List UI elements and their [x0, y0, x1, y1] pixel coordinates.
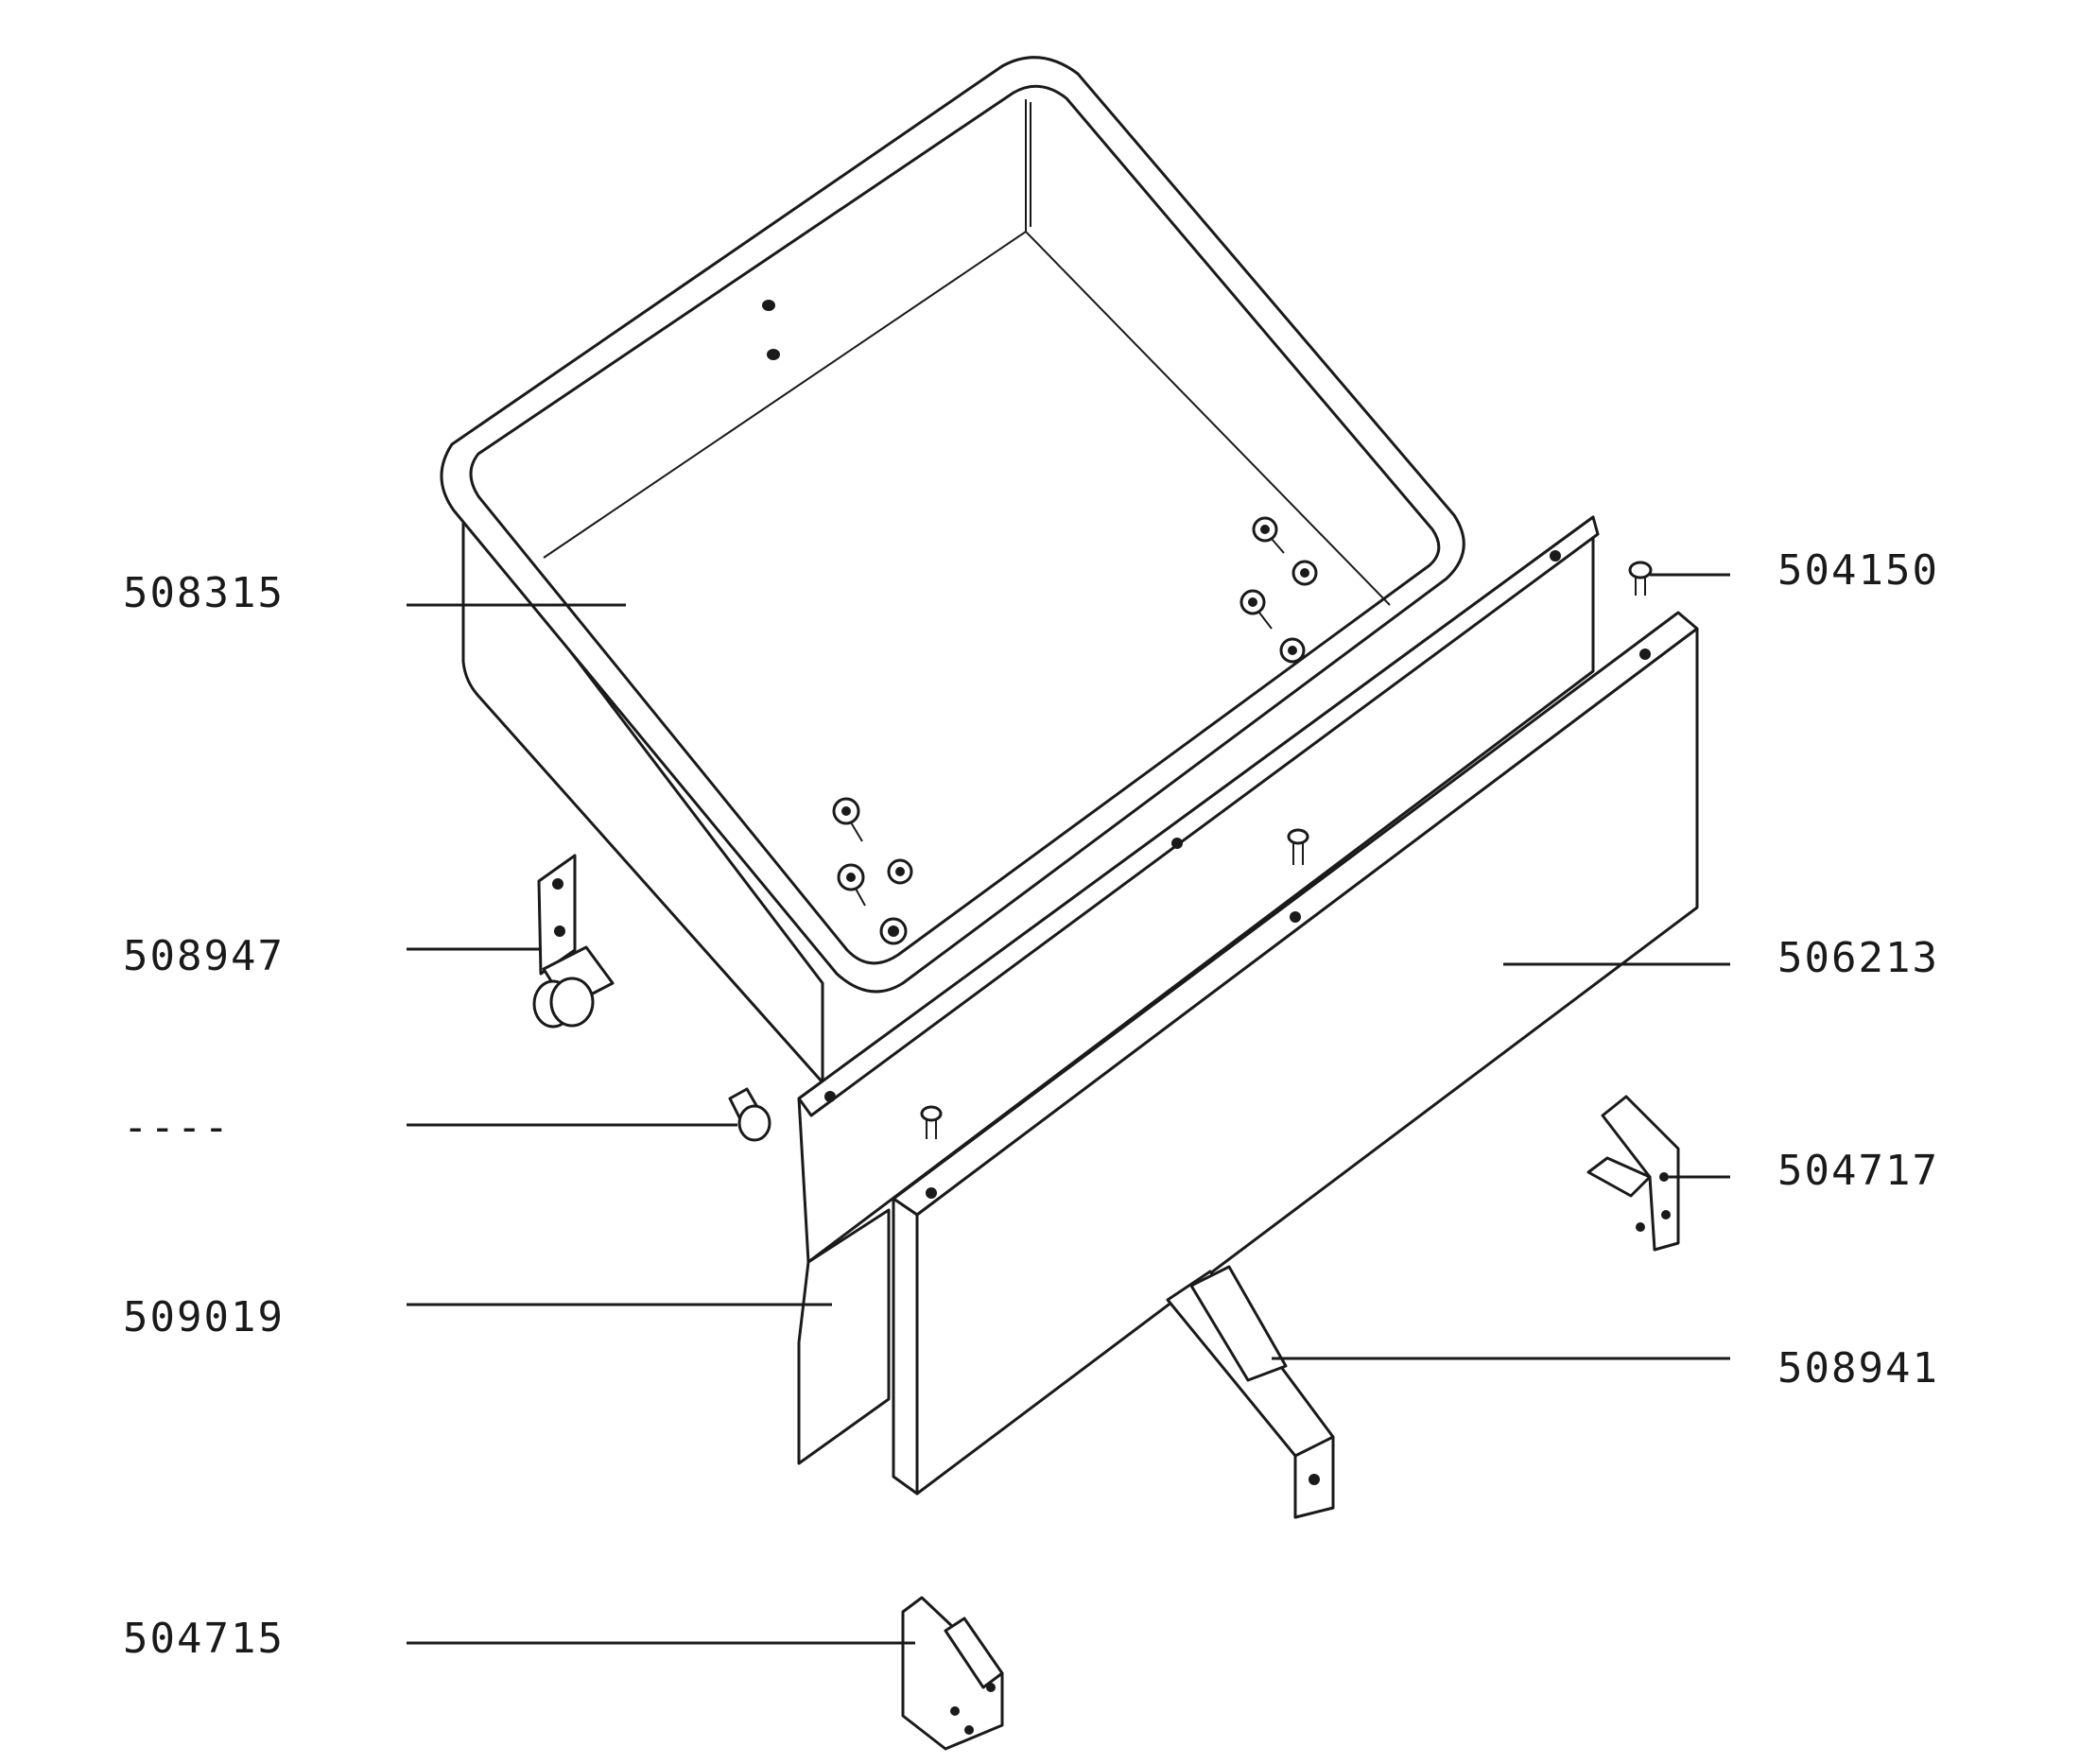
rear-panel — [797, 515, 1600, 1465]
label-rear-panel: 509019 — [123, 1293, 285, 1341]
front-panel — [892, 611, 1699, 1496]
tub-drawer — [440, 56, 1465, 1084]
bolt-cluster-right — [1239, 516, 1318, 664]
knob-part — [728, 1087, 771, 1142]
label-right-bracket: 504717 — [1777, 1147, 1939, 1195]
caster-part — [532, 854, 615, 1029]
label-knob: ---- — [123, 1103, 231, 1151]
label-tub: 508315 — [123, 569, 285, 617]
label-front-panel: 506213 — [1777, 934, 1939, 982]
label-runner: 508941 — [1777, 1344, 1939, 1392]
runner-rail — [1166, 1265, 1335, 1519]
right-bracket-part — [1586, 1095, 1680, 1252]
screw-part — [1628, 561, 1653, 596]
label-screw: 504150 — [1777, 546, 1939, 595]
bolt-cluster-left — [832, 797, 913, 945]
label-caster: 508947 — [123, 932, 285, 980]
left-bracket-part — [901, 1596, 1004, 1751]
label-left-bracket: 504715 — [123, 1615, 285, 1663]
